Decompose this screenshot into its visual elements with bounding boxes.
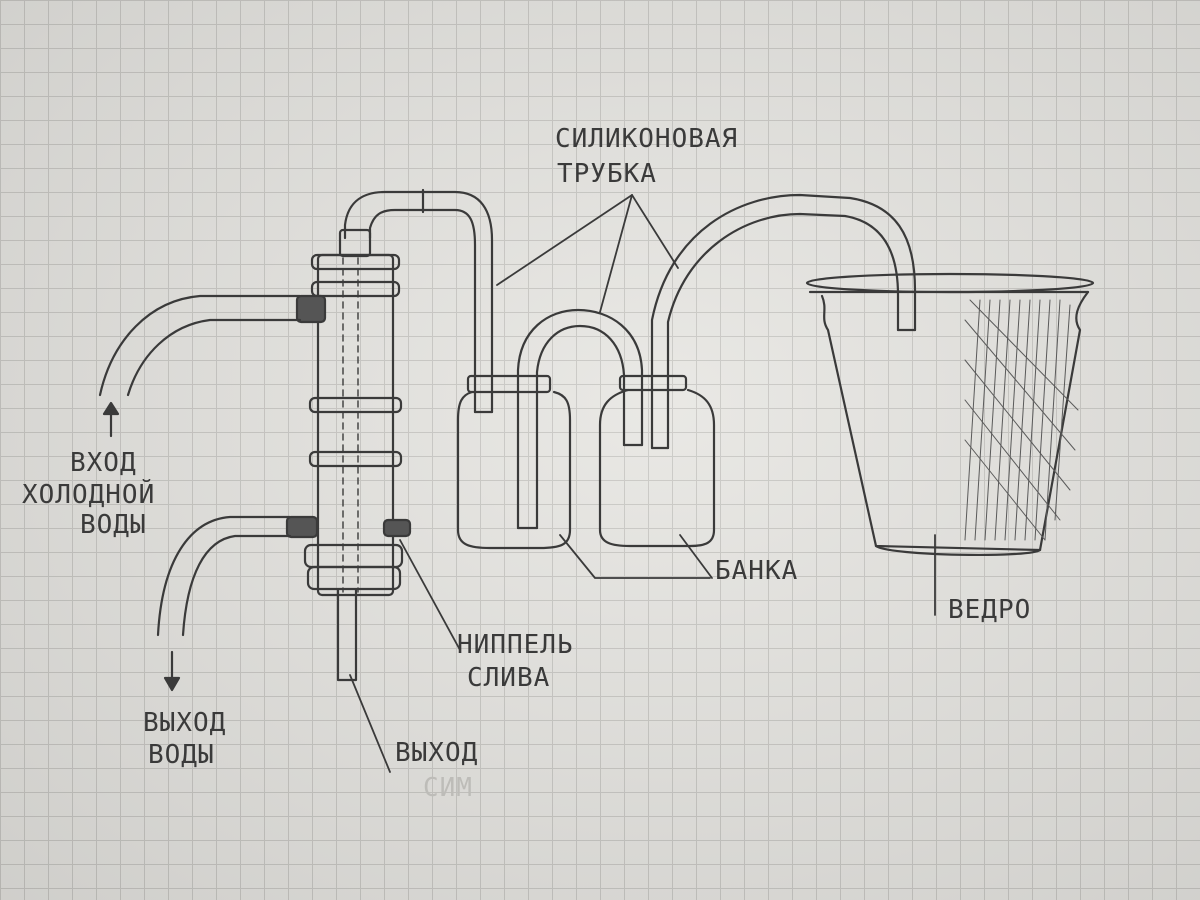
water-outlet-hose [156, 515, 292, 637]
cold-water-in-label-2: ХОЛОДНОЙ [22, 480, 156, 510]
drain-nipple [382, 518, 412, 538]
drain-nipple-label-1: НИППЕЛЬ [457, 630, 574, 660]
cold-water-in-label-1: ВХОД [70, 448, 137, 478]
product-out-label-1: ВЫХОД [395, 738, 479, 768]
product-out-label-2: СИМ [423, 773, 473, 803]
cold-water-in-label-3: ВОДЫ [80, 510, 147, 540]
jar-2 [598, 374, 716, 548]
outlet-nipple [285, 515, 319, 539]
jar-1 [456, 374, 572, 550]
inlet-arrow [102, 401, 120, 438]
silicone-tube-label-2: ТРУБКА [557, 159, 657, 189]
bucket [805, 272, 1095, 557]
inlet-nipple [295, 294, 327, 324]
bucket-shading [964, 299, 1079, 541]
water-out-label-1: ВЫХОД [143, 708, 227, 738]
leader-lines [349, 194, 936, 773]
cold-water-inlet-hose [98, 294, 302, 397]
condenser-column [303, 228, 404, 682]
silicone-tube-long [650, 193, 917, 450]
outlet-arrow [163, 650, 181, 692]
jar-label: БАНКА [715, 556, 799, 586]
silicone-tube-top [343, 188, 494, 414]
bucket-label: ВЕДРО [948, 595, 1032, 625]
silicone-tube-middle [516, 308, 644, 530]
water-out-label-2: ВОДЫ [148, 740, 215, 770]
drain-nipple-label-2: СЛИВА [467, 663, 551, 693]
silicone-tube-label-1: СИЛИКОНОВАЯ [555, 124, 739, 154]
